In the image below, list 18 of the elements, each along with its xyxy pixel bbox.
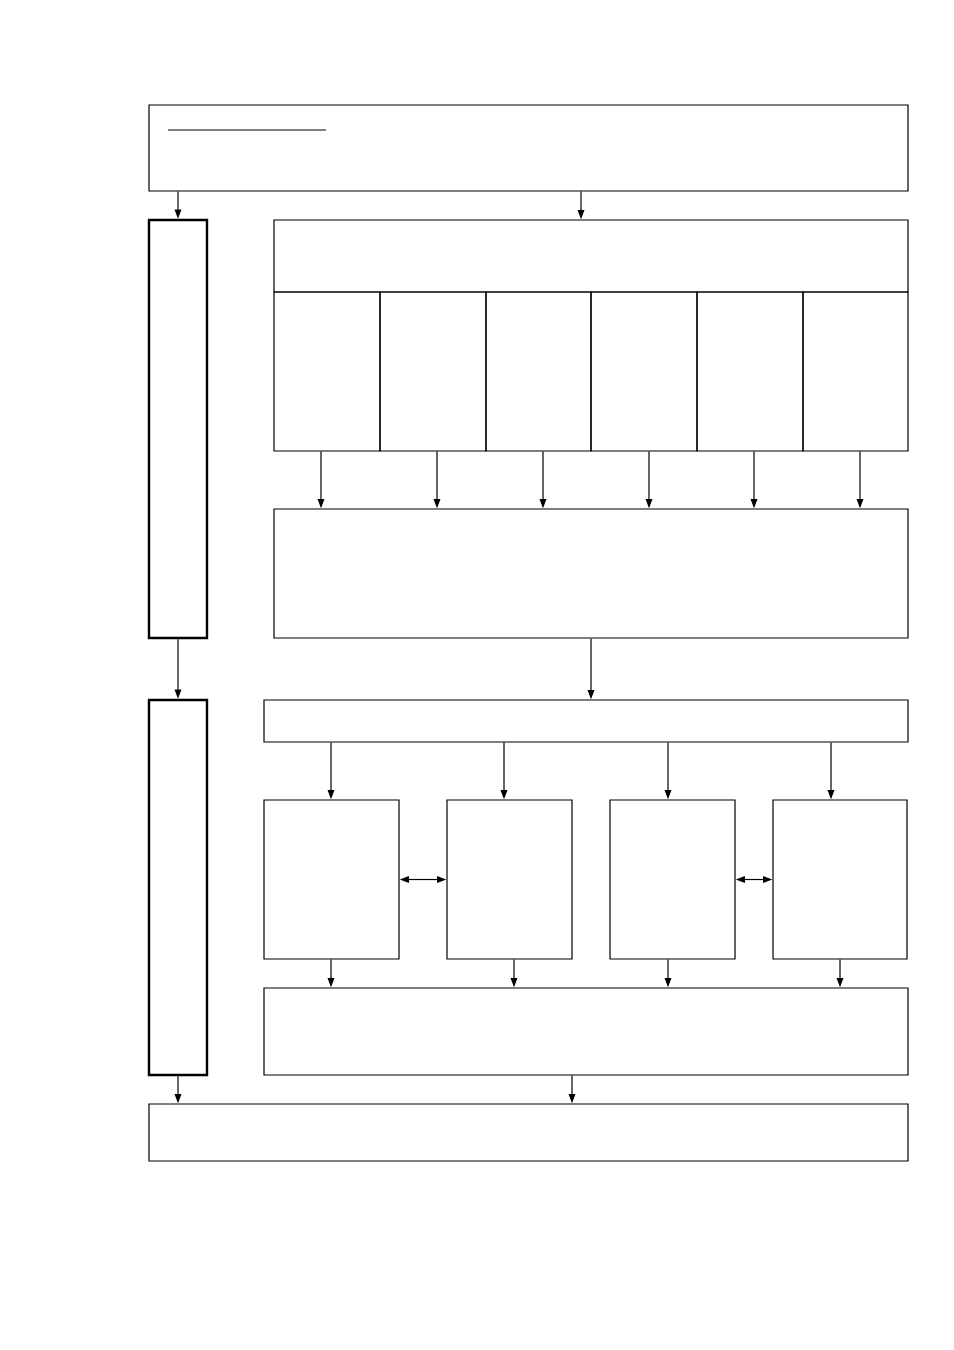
process-box [609,799,736,960]
header-box [273,219,909,293]
frame-box [148,104,909,192]
process-box [148,1103,909,1162]
column-box [590,291,698,452]
column-box [379,291,487,452]
process-box [263,699,909,743]
process-box [263,799,400,960]
column-box [696,291,804,452]
process-box [263,987,909,1076]
column-box [485,291,592,452]
process-box [772,799,908,960]
column-box [273,291,381,452]
column-box [802,291,909,452]
process-box [273,508,909,639]
process-box [446,799,573,960]
side-bar [147,698,209,1077]
side-bar [147,218,209,640]
